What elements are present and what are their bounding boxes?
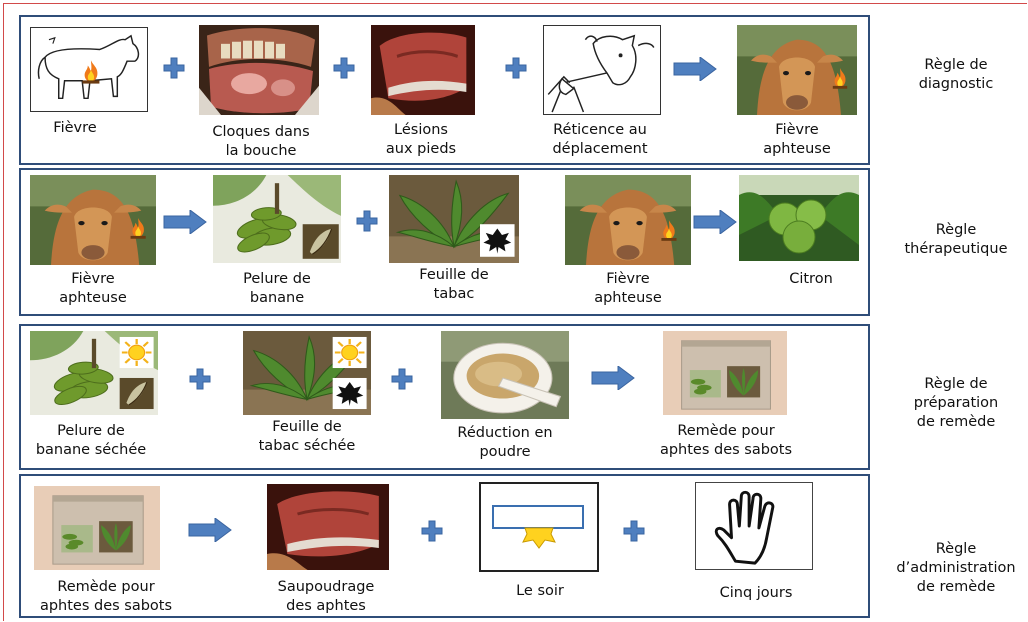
caption-cloques: Cloques dans la bouche [191,123,331,161]
evening-icon [479,482,599,572]
caption-fievre-aphteuse: Fièvre aphteuse [565,270,691,308]
arrow-right-icon [591,366,635,390]
tobacco-photo [389,175,519,263]
caption-pelure-sechee: Pelure de banane séchée [21,422,161,460]
preparation-rule-panel: Pelure de banane séchée Feuille de tabac… [19,324,870,470]
cow-fever-icon [30,27,148,112]
caption-tabac-seche: Feuille de tabac séchée [243,418,371,456]
caption-fievre: Fièvre [25,119,125,138]
caption-le-soir: Le soir [485,582,595,601]
plus-icon [505,57,527,79]
cow-photo-fever [565,175,691,265]
rule-diagnostic: Règle de diagnostic [886,56,1026,94]
caption-pelure-banane: Pelure de banane [213,270,341,308]
caption-remede: Remède pour aphtes des sabots [641,422,811,460]
banana-photo [213,175,341,263]
arrow-right-icon [673,57,717,81]
arrow-right-icon [188,518,232,542]
mouth-blisters-photo [199,25,319,115]
arrow-right-icon [163,210,207,234]
therapeutic-rule-panel: Fièvre aphteuse Pelure de banane Feuille… [19,168,870,316]
administration-rule-panel: Remède pour aphtes des sabots Saupoudrag… [19,474,870,618]
caption-saupoudrage: Saupoudrage des aphtes [261,578,391,616]
plus-icon [421,520,443,542]
rule-therapeutique: Règle thérapeutique [886,221,1026,259]
arrow-right-icon [693,210,737,234]
plus-icon [189,368,211,390]
caption-lesions: Lésions aux pieds [361,121,481,159]
caption-cinq-jours: Cinq jours [701,584,811,603]
cow-reluctant-icon [543,25,661,115]
remedy-bag-photo [663,331,787,415]
caption-feuille-tabac: Feuille de tabac [389,266,519,304]
dried-banana-photo [30,331,158,415]
rule-preparation: Règle de préparation de remède [886,375,1026,432]
hand-five-icon [695,482,813,570]
caption-fievre-aphteuse: Fièvre aphteuse [737,121,857,159]
plus-icon [623,520,645,542]
lime-photo [739,175,859,261]
hoof-lesion-photo [267,484,389,570]
caption-reduction-poudre: Réduction en poudre [433,424,577,462]
cow-photo-fever [737,25,857,115]
rule-administration: Règle d’administration de remède [886,540,1026,597]
diagnostic-rule-panel: Fièvre Cloques dans la bouche Lésions au… [19,15,870,165]
caption-remede: Remède pour aphtes des sabots [21,578,191,616]
dried-tobacco-photo [243,331,371,415]
caption-citron: Citron [751,270,871,289]
hoof-lesion-photo [371,25,475,115]
cow-photo-fever [30,175,156,265]
mortar-powder-photo [441,331,569,419]
remedy-bag-photo [34,486,160,570]
plus-icon [163,57,185,79]
plus-icon [356,210,378,232]
caption-fievre-aphteuse: Fièvre aphteuse [31,270,155,308]
caption-reticence: Réticence au déplacement [525,121,675,159]
plus-icon [333,57,355,79]
plus-icon [391,368,413,390]
